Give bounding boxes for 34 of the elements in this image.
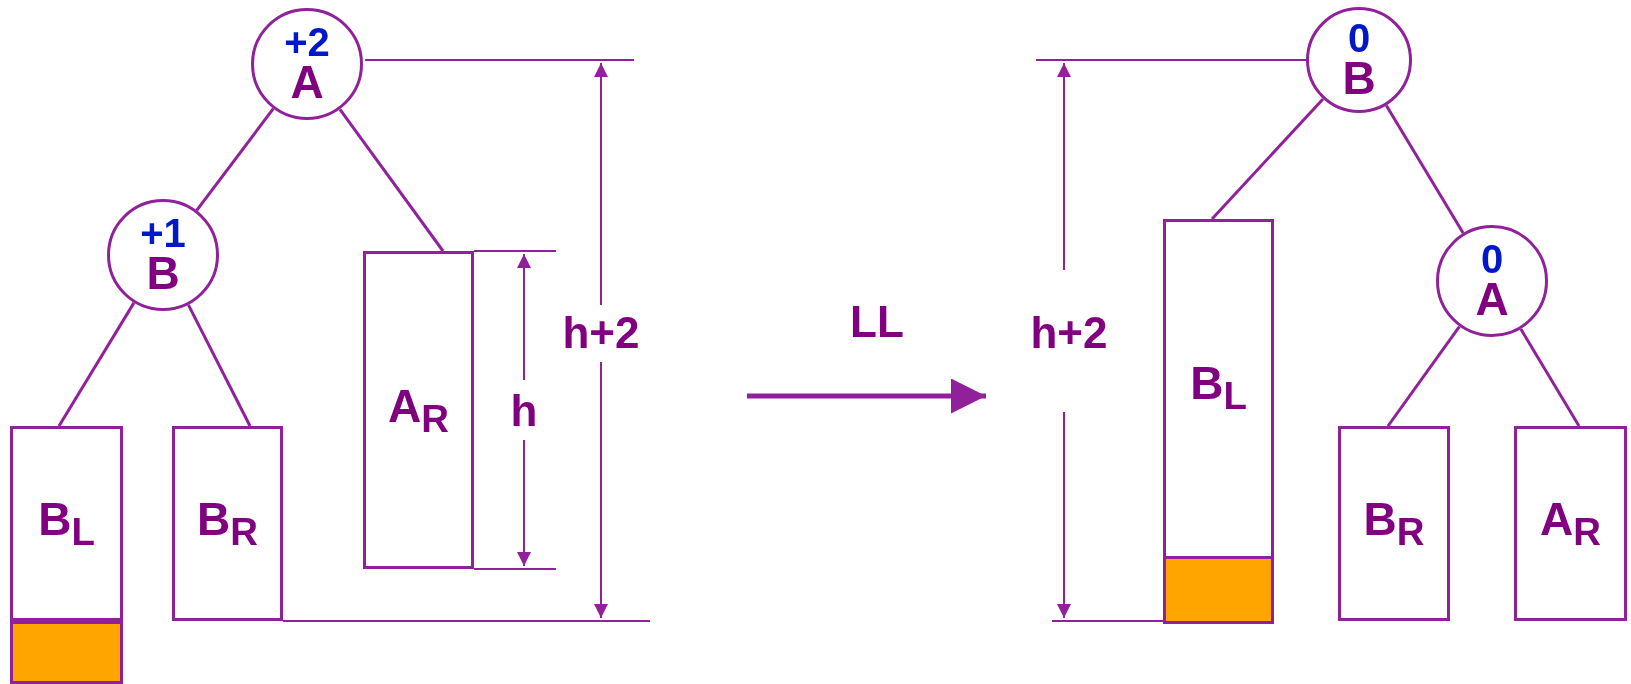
subtree-label: B$_{L}$ bbox=[38, 492, 95, 555]
tree-edge bbox=[338, 108, 445, 252]
subtree-label: B$_{L}$ bbox=[1190, 356, 1247, 419]
subtree-label: A$_{R}$ bbox=[1540, 492, 1601, 555]
height-label: h bbox=[510, 386, 538, 436]
subtree-box bbox=[10, 426, 123, 621]
subtree-box bbox=[1163, 219, 1274, 621]
tree-edge bbox=[1385, 104, 1465, 234]
subtree-box bbox=[363, 251, 474, 569]
tree-edge bbox=[187, 304, 252, 427]
node-label: A bbox=[290, 61, 324, 105]
inserted-node-block bbox=[10, 621, 123, 684]
balance-factor: 0 bbox=[1347, 19, 1371, 58]
subtree-box bbox=[172, 426, 283, 621]
height-label: h+2 bbox=[1030, 308, 1108, 358]
subtree-label: A$_{R}$ bbox=[388, 378, 449, 442]
inserted-node-block bbox=[1163, 556, 1274, 624]
tree-edge bbox=[195, 107, 275, 212]
tree-edge bbox=[1210, 97, 1325, 220]
tree-edge bbox=[57, 302, 136, 427]
height-label: h+2 bbox=[562, 308, 640, 358]
node-label: B bbox=[146, 252, 180, 296]
balance-factor: +1 bbox=[140, 214, 186, 253]
subtree-box bbox=[1338, 426, 1450, 621]
subtree-box bbox=[1514, 426, 1627, 621]
tree-edge bbox=[1519, 328, 1581, 427]
node-label: A bbox=[1475, 278, 1509, 322]
subtree-label: B$_{R}$ bbox=[1363, 492, 1425, 555]
node-label: B bbox=[1342, 57, 1376, 101]
subtree-label: B$_{R}$ bbox=[197, 492, 258, 555]
balance-factor: +2 bbox=[284, 23, 330, 62]
rotation-label: LL bbox=[850, 297, 904, 347]
tree-edge bbox=[1386, 325, 1461, 427]
balance-factor: 0 bbox=[1480, 240, 1504, 279]
